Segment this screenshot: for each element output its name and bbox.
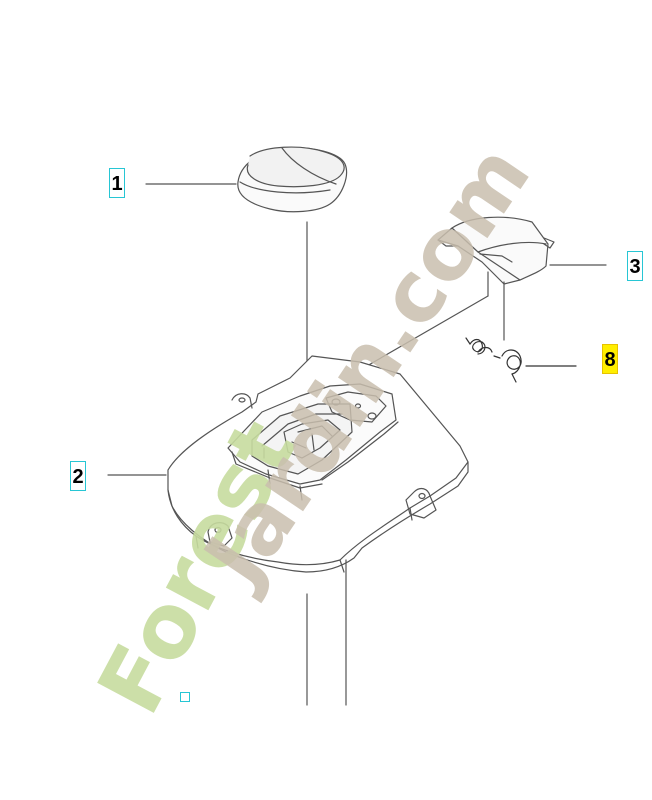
part-3-cover-flap bbox=[359, 216, 607, 371]
part-8-springs bbox=[465, 337, 577, 383]
callout-bottom-marker bbox=[180, 692, 190, 702]
callout-8: 8 bbox=[602, 344, 618, 374]
part-2-base-housing bbox=[107, 355, 469, 706]
part-1-knob-cap bbox=[145, 146, 348, 401]
callout-3: 3 bbox=[627, 251, 643, 281]
callout-1: 1 bbox=[109, 168, 125, 198]
callout-2: 2 bbox=[70, 461, 86, 491]
